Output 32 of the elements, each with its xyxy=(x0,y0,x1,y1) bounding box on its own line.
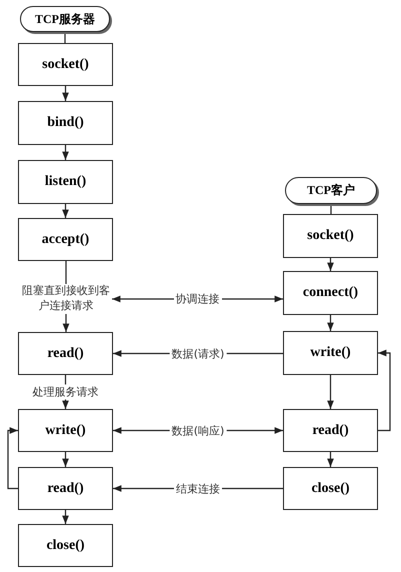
arrow xyxy=(327,375,334,409)
arrow xyxy=(7,427,18,490)
arrow xyxy=(378,350,391,432)
role-label: TCP客户 xyxy=(285,177,377,204)
arrow xyxy=(62,204,69,218)
function-box: write() xyxy=(18,409,113,452)
function-box: listen() xyxy=(18,160,113,204)
role-label: TCP服务器 xyxy=(20,6,110,32)
edge-label: 数据(请求) xyxy=(170,346,226,361)
function-box: close() xyxy=(18,524,113,567)
arrow xyxy=(327,315,334,331)
arrow xyxy=(327,452,334,467)
edge-label: 数据(响应) xyxy=(170,423,226,438)
function-box: socket() xyxy=(283,214,378,258)
function-box: close() xyxy=(283,467,378,510)
function-box: read() xyxy=(283,409,378,452)
edge-label: 协调连接 xyxy=(174,292,222,306)
arrow xyxy=(62,510,69,524)
arrow xyxy=(62,452,69,467)
function-box: socket() xyxy=(18,43,113,86)
arrow xyxy=(327,258,334,271)
function-box: read() xyxy=(18,332,113,375)
arrow xyxy=(62,86,69,101)
edge-label: 处理服务请求 xyxy=(30,384,100,400)
function-box: accept() xyxy=(18,218,113,261)
function-box: connect() xyxy=(283,271,378,315)
arrow xyxy=(62,314,70,332)
function-box: bind() xyxy=(18,101,113,145)
edge-label: 结束连接 xyxy=(174,481,222,496)
function-box: read() xyxy=(18,467,113,510)
function-box: write() xyxy=(283,331,378,375)
arrow xyxy=(62,145,69,160)
